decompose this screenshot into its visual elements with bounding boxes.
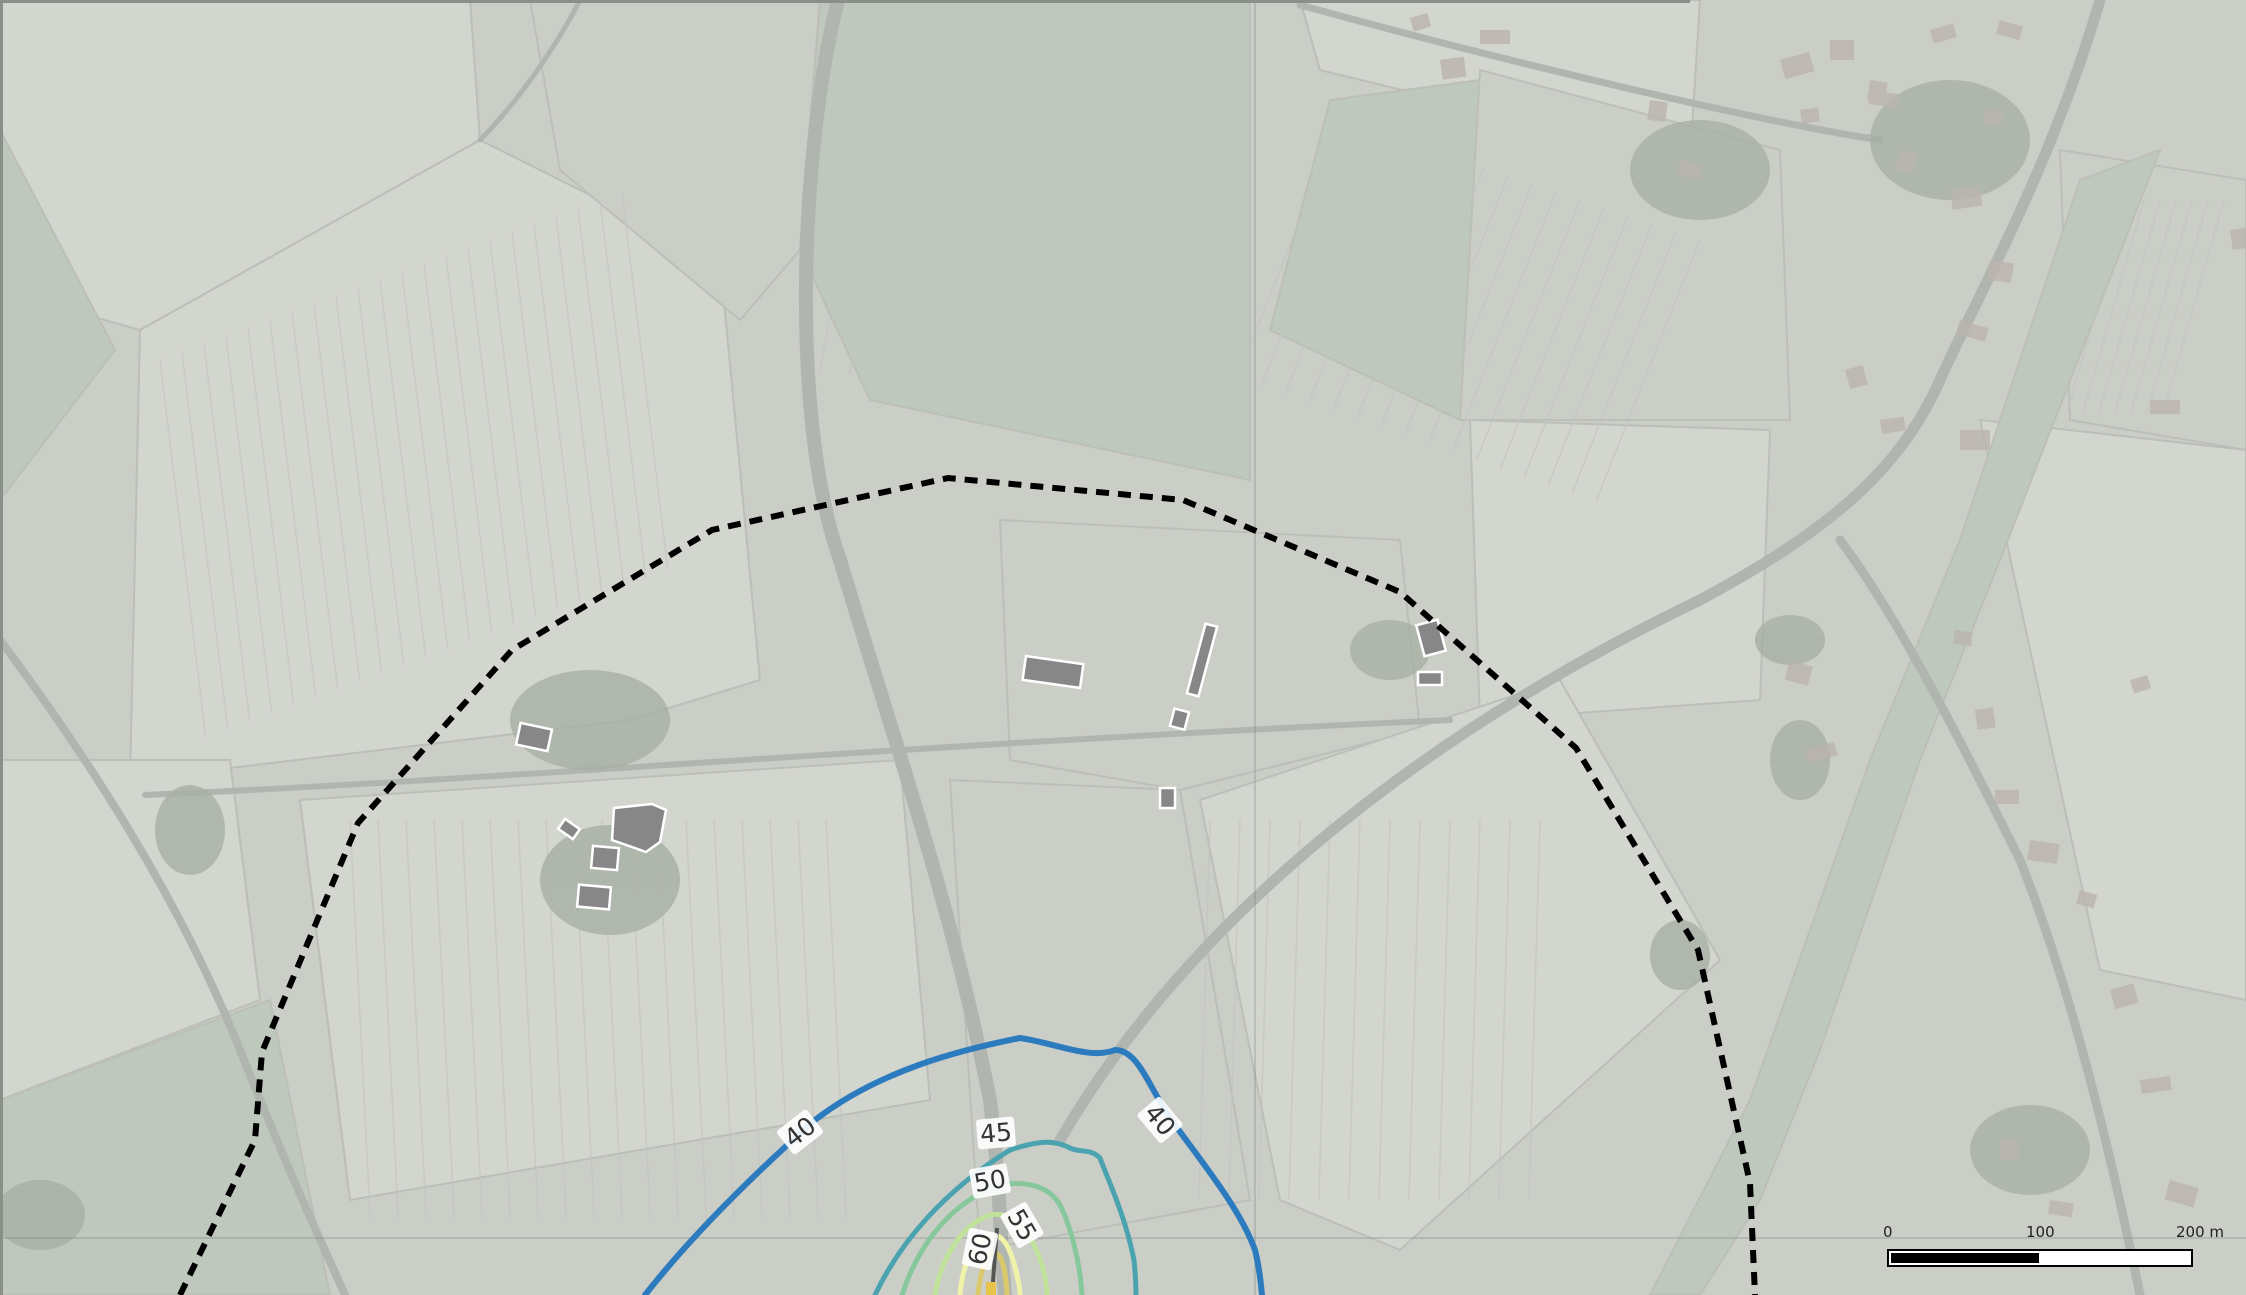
dashed-boundary-isoline [177,474,1758,1295]
field-rows [159,39,2225,1220]
contour-label-50: 50 [972,1164,1008,1198]
contour-label-45: 45 [979,1117,1013,1149]
map-frame-left [0,0,3,1295]
contour-50 [899,1181,1085,1295]
buildings [514,618,1448,911]
scale-bar-segment-2 [2041,1253,2189,1263]
scale-label-100: 100 [2026,1223,2055,1241]
scale-bar-segment-1 [1891,1253,2039,1263]
map-frame-top [0,0,1690,3]
contour-label-60: 60 [963,1230,998,1267]
scale-label-0: 0 [1883,1223,1893,1241]
scale-label-200m: 200 m [2176,1223,2224,1241]
source-marker [986,1282,996,1295]
village-houses [1410,13,2246,1218]
contour-45 [872,1139,1139,1295]
scale-bar: 0 100 200 m [1883,1223,2224,1267]
